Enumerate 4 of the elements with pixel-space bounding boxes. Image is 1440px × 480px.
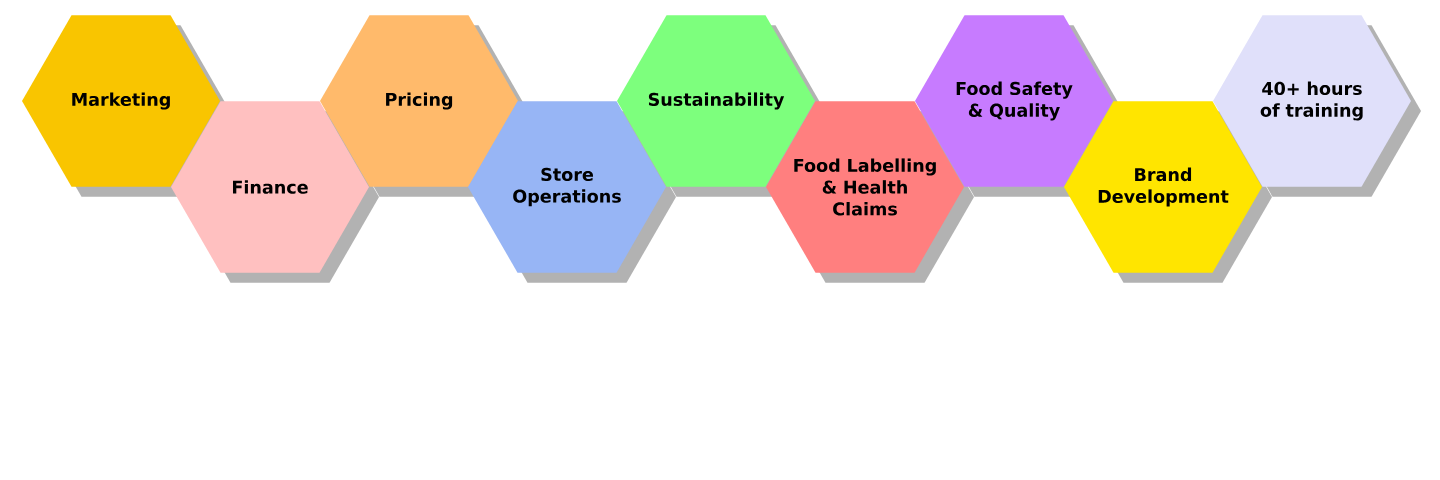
- hexagon: Marketing: [22, 15, 220, 187]
- hexagon: Pricing: [320, 15, 518, 187]
- hexagon: Finance: [171, 101, 369, 273]
- hexagon: 40+ hours of training: [1213, 15, 1411, 187]
